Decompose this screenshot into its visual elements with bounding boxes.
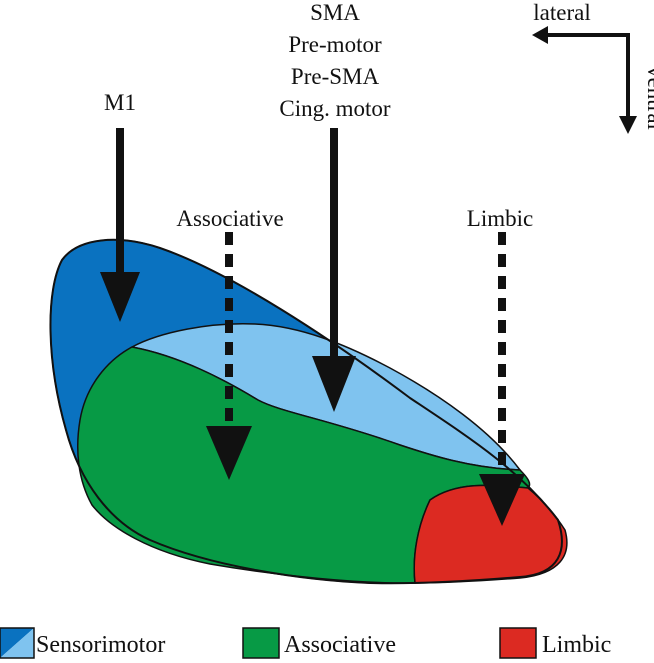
label-sma: SMA — [310, 0, 360, 25]
legend-label-sensorimotor: Sensorimotor — [36, 632, 165, 658]
label-limbic: Limbic — [467, 206, 533, 231]
direction-compass — [532, 26, 637, 134]
motor-group-arrow — [312, 128, 356, 412]
legend-item-associative: Associative — [242, 627, 396, 659]
label-m1: M1 — [104, 90, 136, 115]
m1-arrow — [100, 128, 140, 322]
legend: Sensorimotor Associative Limbic — [0, 627, 611, 659]
legend-label-limbic: Limbic — [542, 632, 611, 658]
label-cing-motor: Cing. motor — [279, 96, 391, 121]
legend-label-associative: Associative — [284, 632, 396, 658]
label-pre-sma: Pre-SMA — [291, 64, 380, 89]
limbic-arrow — [479, 232, 525, 526]
label-pre-motor: Pre-motor — [288, 32, 382, 57]
legend-item-limbic: Limbic — [499, 627, 611, 659]
label-lateral: lateral — [533, 0, 590, 25]
label-ventral: ventral — [643, 66, 654, 130]
associative-arrow — [206, 232, 252, 480]
striatum-outline — [49, 238, 563, 585]
legend-item-sensorimotor: Sensorimotor — [0, 627, 165, 659]
label-associative: Associative — [176, 206, 283, 231]
